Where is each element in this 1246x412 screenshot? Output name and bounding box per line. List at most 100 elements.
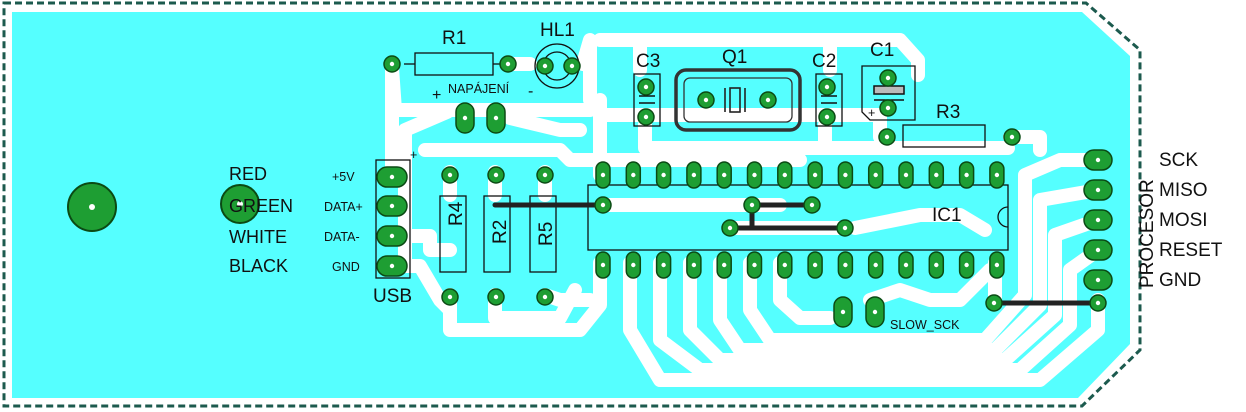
r3-pad-drill [1009,134,1015,140]
programmer-pin-pad-drill [1095,187,1101,193]
wire-color-black: BLACK [229,256,288,276]
ic1-pin-top-drill [691,172,697,178]
ic1-pin-top-drill [994,172,1000,178]
ic1-pin-top-drill [752,172,757,178]
prog-pin-label-sck: SCK [1159,150,1198,171]
label-ic1: IC1 [932,205,962,226]
ic1-pin-top-drill [812,172,818,178]
usb-pin-pad-drill [389,233,395,239]
usb-pin-label-data-minus: DATA- [324,230,360,244]
usb-pin-label-5v: +5V [332,170,355,184]
r3-pad-drill [884,134,890,140]
label-napajeni-plus: + [432,87,441,104]
via-pad-drill [600,202,606,208]
ic1-pin-top-drill [964,172,969,178]
label-hl1: HL1 [540,20,575,41]
via-pad-drill [991,300,997,306]
resistor-pad-drill [447,294,453,300]
resistor-pad-drill [493,294,499,300]
usb-pin-pad-drill [389,203,395,209]
usb-pin-pad-drill [389,263,395,269]
ic1-pin-top-drill [903,172,909,178]
label-r5: R5 [536,222,557,246]
ic1-pin-top-drill [782,172,787,178]
resistor-pad-drill [542,294,548,300]
cap-pad-drill [643,84,649,90]
prog-pin-label-reset: RESET [1159,240,1223,261]
label-slow-sck: SLOW_SCK [890,318,960,332]
crystal-pad-drill [703,97,709,103]
ic1-pin-bottom-drill [994,262,1000,268]
ic1-outline [587,184,1009,251]
usb-pin-pad-drill [389,174,395,180]
resistor-pad-drill [447,172,453,178]
usb-title: USB [373,286,412,307]
ic1-pin-top-drill [600,172,606,178]
programmer-pin-pad-drill [1095,217,1101,223]
ic1-pin-top-drill [631,172,636,178]
wire-color-white: WHITE [229,227,287,247]
ic1-pin-top-drill [722,172,727,178]
label-r1: R1 [442,28,466,49]
ic1-pin-bottom-drill [934,262,939,268]
wire-color-red: RED [229,164,267,184]
ic1-pin-bottom-drill [873,262,878,268]
via-pad-drill [809,202,815,208]
via-pad-drill [842,225,848,231]
programmer-pin-pad-drill [1095,247,1101,253]
crystal-pad-drill [765,97,771,103]
via-pad-drill [749,202,755,208]
crystal-q1 [674,68,802,132]
mounting-holes [67,182,260,232]
ic1-pin-top-drill [934,172,939,178]
prog-pin-label-gnd: GND [1159,270,1201,291]
ic1-pin-bottom-drill [903,262,909,268]
via-pad-drill [727,225,733,231]
label-usb-plus: + [410,148,417,162]
pad-drill [569,63,575,69]
slow-sck-pad-drill [872,309,878,315]
label-napajeni: NAPÁJENÍ [448,81,510,96]
resistor-pad-drill [493,172,499,178]
slow-sck-pad-drill [840,309,846,315]
napajeni-pad-drill [493,115,499,121]
ic1-pin-top-drill [661,172,666,178]
jumper-wires [492,202,1101,306]
label-r3: R3 [936,102,960,123]
label-r2: R2 [490,220,511,244]
prog-pin-label-mosi: MOSI [1159,210,1208,231]
pad-group [376,55,1113,328]
pad-drill [542,63,548,69]
pad-drill [505,61,511,67]
usb-pin-label-gnd: GND [332,260,360,274]
programmer-pin-pad-drill [1095,277,1101,283]
prog-title: PROCESOR [1137,179,1158,288]
wire-color-green: GREEN [229,196,293,216]
ic1-pin-bottom-drill [722,262,727,268]
ic1-notch [997,206,1009,228]
label-c1: C1 [870,40,894,61]
label-c1-plus: + [868,106,875,120]
label-c3: C3 [636,51,660,72]
usb-pin-label-data-plus: DATA+ [324,200,363,214]
cap-pad-drill [643,114,649,120]
ic1-pin-bottom-drill [964,262,969,268]
pad-drill [389,61,395,67]
ic1-pin-bottom-drill [843,262,848,268]
label-q1: Q1 [722,47,747,68]
ic1-pin-top-drill [873,172,878,178]
part-outlines [375,43,986,279]
prog-pin-label-miso: MISO [1159,180,1208,201]
label-c2: C2 [812,51,836,72]
label-napajeni-minus: - [528,83,533,100]
via-pad-drill [1095,300,1101,306]
ic1-pin-bottom-drill [661,262,666,268]
cap-pad-drill [824,84,830,90]
ic1-pin-top-drill [843,172,848,178]
ic1-pin-bottom-drill [782,262,787,268]
resistor-pad-drill [542,172,548,178]
ic1-pin-bottom-drill [752,262,757,268]
c1-pad-drill [885,105,891,111]
c1-pad-drill [885,75,891,81]
